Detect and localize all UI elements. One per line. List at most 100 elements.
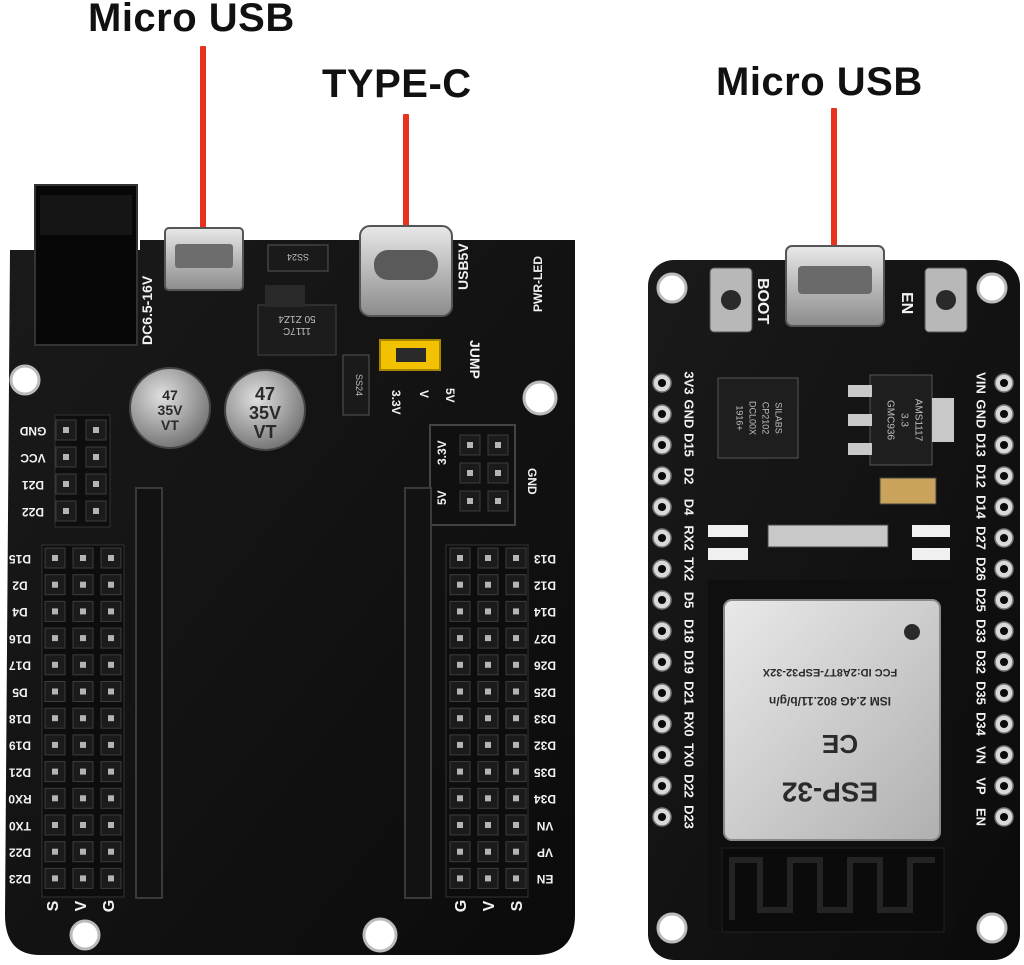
- regulator-chip: [257, 304, 337, 356]
- pin-label: D15: [682, 433, 697, 457]
- mounting-hole: [656, 912, 688, 944]
- svg-text:V: V: [417, 390, 431, 398]
- svg-text:BOOT: BOOT: [754, 278, 771, 324]
- chip-marking: 1916+: [735, 405, 745, 430]
- svg-text:1117C: 1117C: [283, 325, 311, 336]
- pin-label: VN: [974, 746, 989, 764]
- pointer-line-right-micro-usb: [831, 108, 837, 290]
- pin-label: D12: [534, 579, 556, 593]
- pin-label: D14: [974, 495, 989, 520]
- chip-marking: 3.3: [898, 413, 909, 427]
- svg-text:SS24: SS24: [287, 252, 309, 262]
- pin-label: D22: [9, 846, 31, 860]
- svg-text:SS24: SS24: [354, 374, 364, 396]
- ce-mark: CE: [822, 729, 858, 759]
- pin-label: D25: [974, 588, 989, 612]
- pin-label: TX0: [682, 743, 697, 767]
- svg-text:35V: 35V: [158, 402, 184, 418]
- pin-label: D23: [682, 805, 697, 829]
- svg-text:S: S: [45, 900, 62, 911]
- pin-label: D33: [974, 619, 989, 643]
- chip-marking: DCL00X: [748, 401, 758, 435]
- pin-label: D18: [682, 619, 697, 643]
- pin-label: RX0: [682, 711, 697, 736]
- svg-text:5V: 5V: [435, 490, 449, 505]
- svg-text:V: V: [481, 900, 498, 911]
- pin-label: D35: [534, 765, 556, 779]
- power-header-right: [459, 434, 509, 512]
- pin-label: VN: [537, 819, 554, 833]
- power-pin-label: D21: [22, 478, 44, 492]
- mounting-hole: [9, 364, 41, 396]
- pin-label: EN: [537, 872, 554, 886]
- pin-label: D4: [682, 499, 697, 516]
- right-footer: G V S: [453, 900, 526, 912]
- pin-label: EN: [974, 808, 989, 826]
- pin-label: D5: [682, 592, 697, 609]
- pin-label: D4: [12, 605, 28, 619]
- svg-text:V: V: [73, 900, 90, 911]
- pin-label: TX0: [9, 819, 31, 833]
- pin-label: D27: [534, 632, 556, 646]
- svg-text:3.3V: 3.3V: [435, 440, 449, 465]
- svg-text:35V: 35V: [249, 403, 281, 423]
- pointer-line-left-micro-usb: [200, 46, 206, 268]
- pin-label: D21: [682, 681, 697, 705]
- female-header-right: [404, 487, 432, 899]
- pin-label: VP: [974, 777, 989, 795]
- svg-text:3.3V: 3.3V: [389, 390, 403, 415]
- power-pin-label: D22: [22, 505, 44, 519]
- chip-marking: AMS1117: [912, 399, 923, 442]
- svg-text:VT: VT: [253, 422, 276, 442]
- pin-label: D19: [9, 739, 31, 753]
- pin-label: D17: [9, 659, 31, 673]
- pin-label: D15: [9, 552, 31, 566]
- ism-text: ISM 2.4G 802.11/b/g/n: [769, 694, 891, 708]
- svg-text:EN: EN: [898, 292, 915, 314]
- left-footer: S V G: [45, 900, 118, 912]
- svg-text:DC6.5-16V: DC6.5-16V: [139, 275, 155, 345]
- pin-label: D18: [9, 712, 31, 726]
- pin-label: D22: [682, 774, 697, 798]
- svg-text:G: G: [453, 900, 470, 912]
- expansion-board: 1117C 50 Z1Z4 SS24 SS24 47 35V VT 47 35V…: [5, 184, 575, 955]
- pin-label: D5: [12, 685, 28, 699]
- svg-text:VT: VT: [161, 417, 179, 433]
- usb-uart-chip: [717, 377, 799, 459]
- micro-usb-callout-right: Micro USB: [716, 60, 923, 104]
- pin-label: D34: [534, 792, 556, 806]
- micro-usb-callout-left: Micro USB: [88, 0, 295, 40]
- fcc-id: FCC ID:2A8T7-ESP32-32X: [762, 666, 897, 678]
- svg-text:47: 47: [255, 384, 275, 404]
- svg-text:S: S: [509, 900, 526, 911]
- chip-marking: CP2102: [761, 402, 771, 435]
- svg-text:47: 47: [162, 387, 178, 403]
- pin-label: D32: [974, 650, 989, 674]
- power-pin-label: VCC: [20, 451, 46, 465]
- svg-text:50 Z1Z4: 50 Z1Z4: [278, 313, 316, 324]
- pin-label: D32: [534, 739, 556, 753]
- pin-label: D23: [9, 872, 31, 886]
- pin-label: D2: [12, 579, 28, 593]
- pin-label: D13: [974, 433, 989, 457]
- pin-label: VIN: [974, 372, 989, 394]
- svg-text:G: G: [101, 900, 118, 912]
- pin-label: D14: [534, 605, 556, 619]
- pin-label: D21: [9, 765, 31, 779]
- pin-label: GND: [974, 400, 989, 429]
- capacitor: 47 35V VT: [224, 369, 306, 451]
- pin-label: D25: [534, 685, 556, 699]
- svg-text:GND: GND: [525, 468, 539, 495]
- pin-label: 3V3: [682, 371, 697, 394]
- mounting-hole: [362, 917, 398, 953]
- pin-label: D12: [974, 464, 989, 488]
- pin-label: RX0: [8, 792, 32, 806]
- pin-label: TX2: [682, 557, 697, 581]
- pin-label: D16: [9, 632, 31, 646]
- pointer-line-type-c: [403, 114, 409, 268]
- mounting-hole: [522, 380, 558, 416]
- pin-label: D2: [682, 468, 697, 485]
- svg-text:PWR-LED: PWR-LED: [531, 256, 545, 312]
